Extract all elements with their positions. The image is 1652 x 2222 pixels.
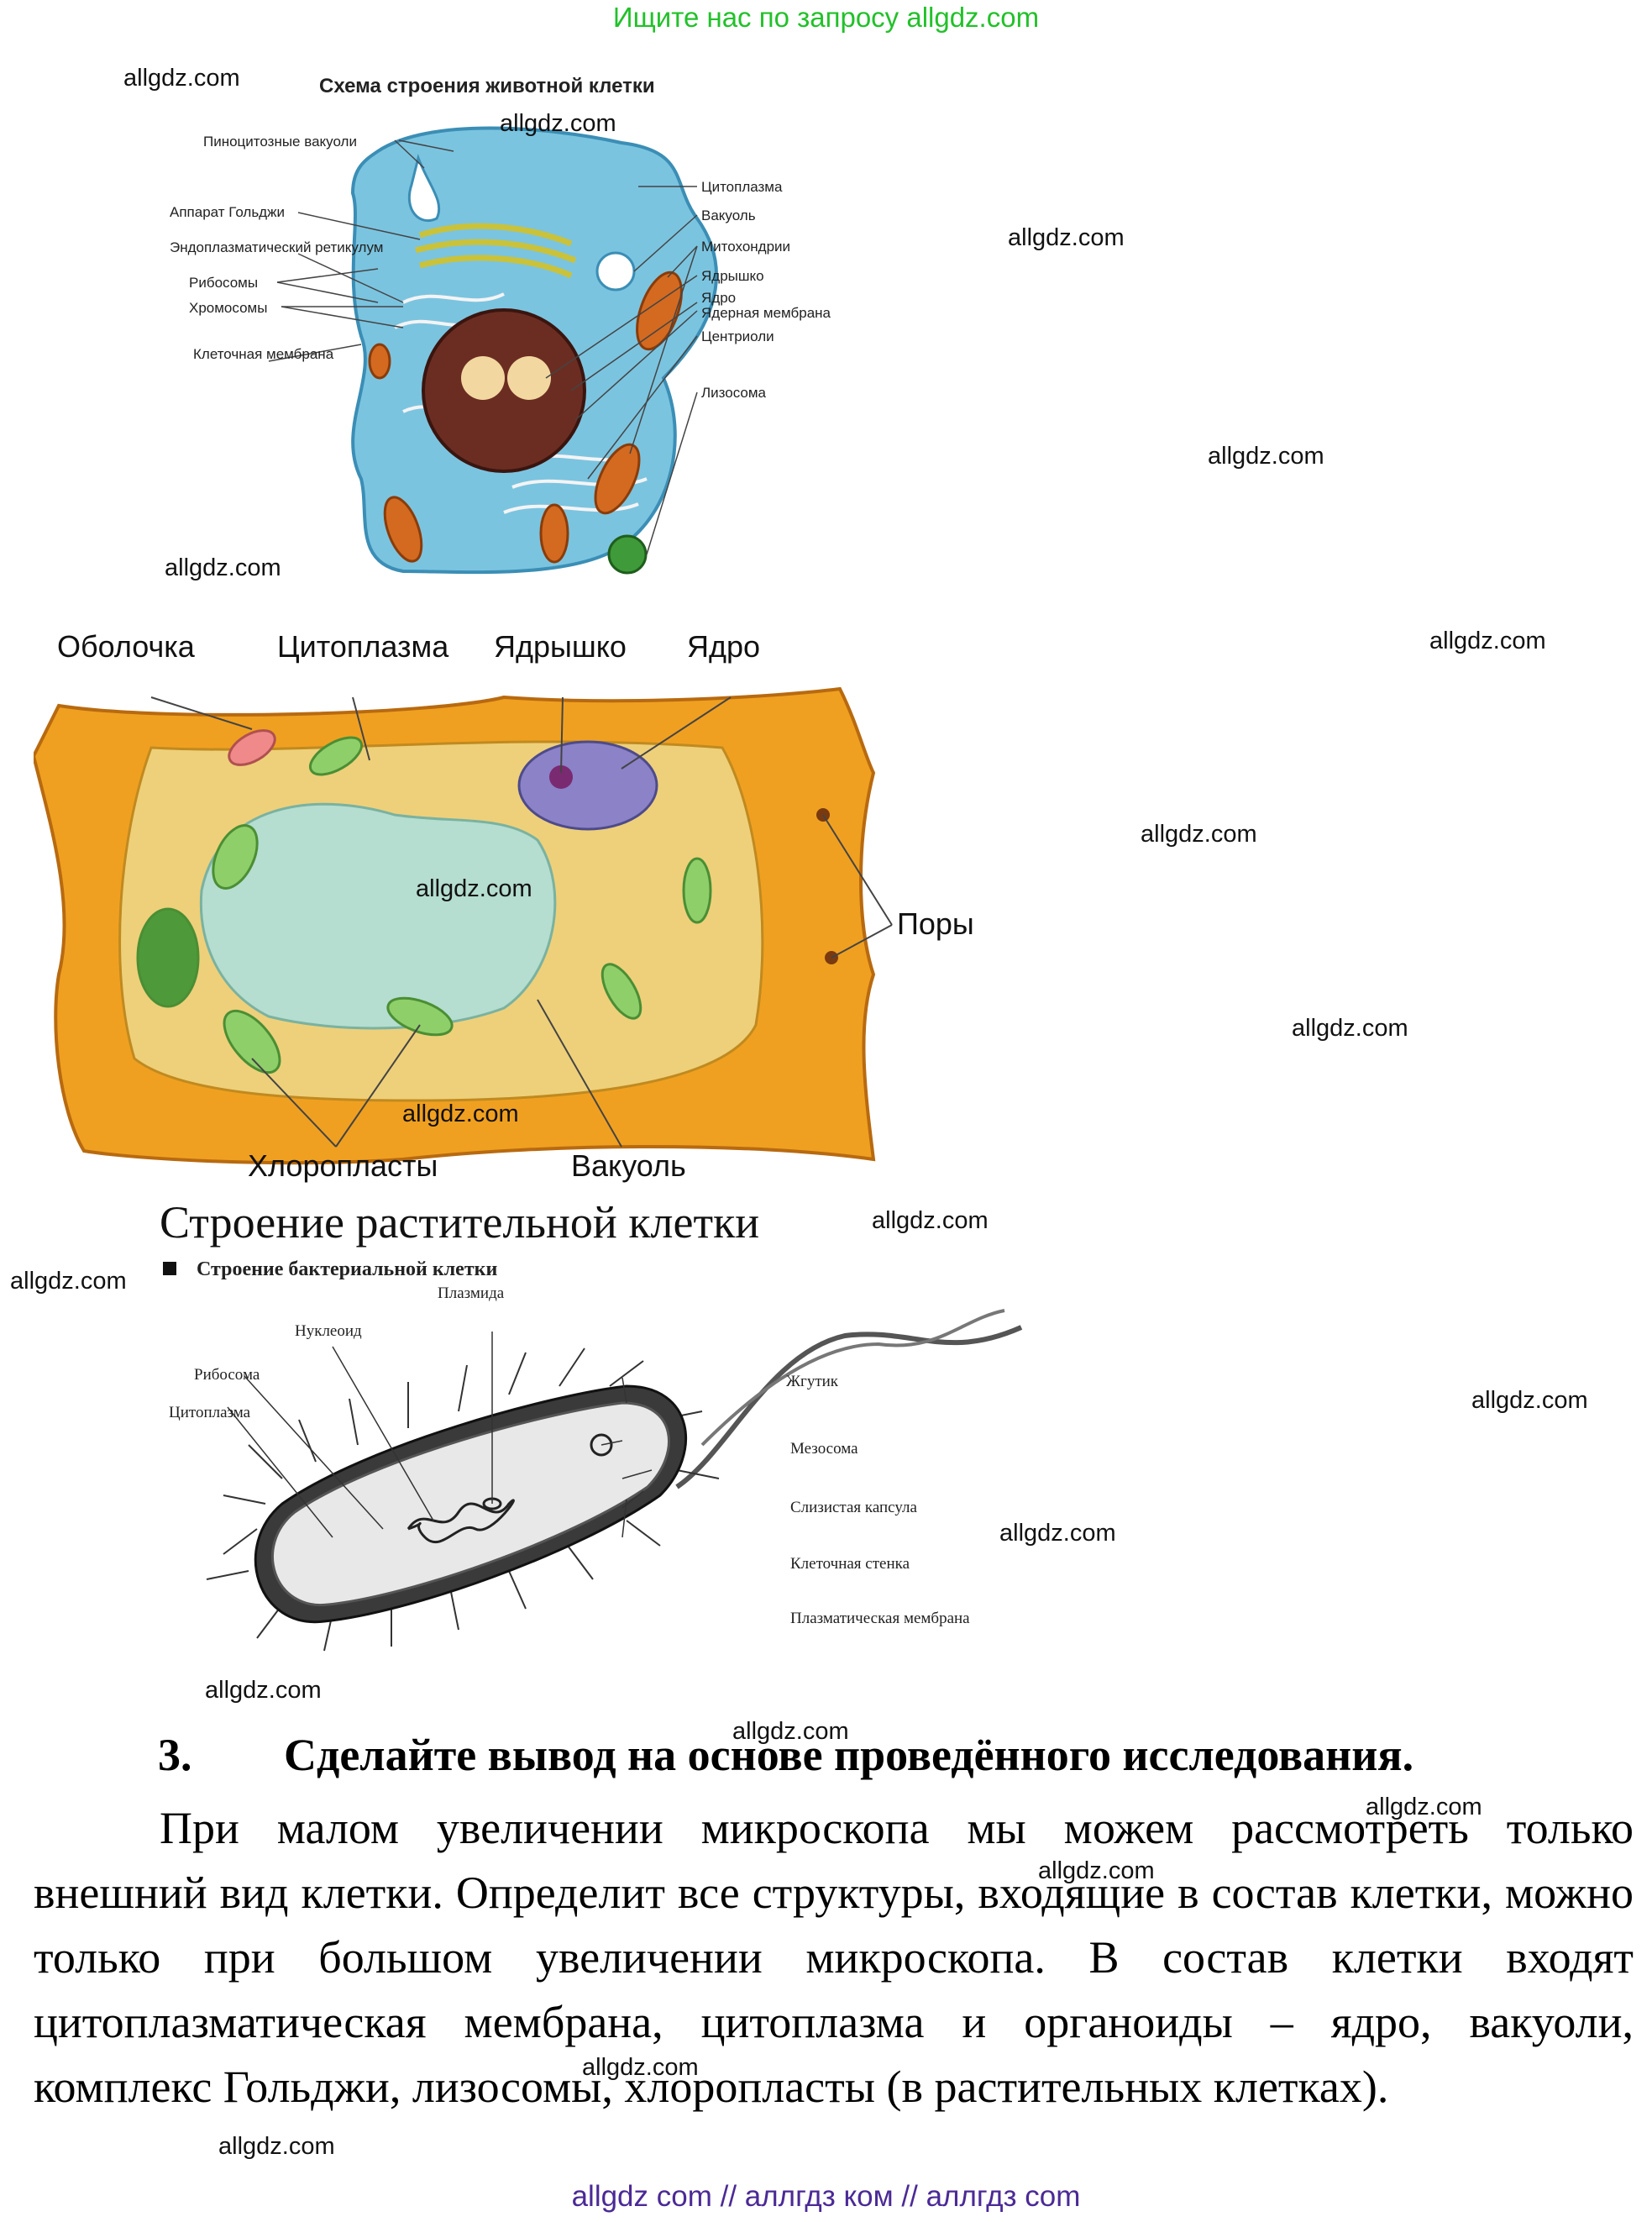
- watermark: allgdz.com: [999, 1520, 1116, 1547]
- label-lysosome: Лизосома: [701, 385, 767, 401]
- label-ribosome: Рибосома: [194, 1366, 260, 1384]
- animal-cell-figure: Схема строения животной клетки: [170, 75, 831, 575]
- label-plant-pores: Поры: [897, 906, 974, 941]
- section-paragraph: При малом увеличении микроскопа мы можем…: [34, 1803, 1634, 2112]
- watermark: allgdz.com: [1429, 628, 1546, 654]
- watermark: allgdz.com: [500, 110, 616, 137]
- flagellum-shape: [675, 1325, 1023, 1489]
- watermark: allgdz.com: [123, 65, 240, 92]
- label-vacuole: Вакуоль: [701, 207, 756, 223]
- label-nucleoid: Нуклеоид: [295, 1322, 362, 1340]
- watermark: allgdz.com: [218, 2133, 335, 2160]
- chloroplasts: [136, 736, 712, 1074]
- animal-cell-title: Схема строения животной клетки: [319, 75, 655, 97]
- section-title: Сделайте вывод на основе проведённого ис…: [284, 1730, 1414, 1780]
- watermark: allgdz.com: [205, 1677, 322, 1704]
- watermark: allgdz.com: [1292, 1015, 1408, 1042]
- mesosome-shape: [590, 1433, 613, 1457]
- label-flagellum: Жгутик: [786, 1373, 839, 1390]
- label-plant-cytoplasm: Цитоплазма: [277, 629, 449, 664]
- watermark: allgdz.com: [1141, 821, 1257, 848]
- nucleus-shape: [422, 308, 586, 473]
- label-mitochondria: Митохондрии: [701, 239, 790, 255]
- watermark: allgdz.com: [582, 2054, 699, 2081]
- watermark: allgdz.com: [732, 1718, 849, 1745]
- nucleolus-shape: [461, 356, 505, 400]
- plant-nucleus: [517, 740, 658, 831]
- lysosome-shape: [607, 534, 648, 575]
- footer-links[interactable]: allgdz com // аллгдз ком // аллгдз com: [571, 2180, 1081, 2213]
- section-number: 3.: [158, 1730, 192, 1780]
- search-banner[interactable]: Ищите нас по запросу allgdz.com: [612, 2, 1040, 33]
- label-plasma-membrane: Плазматическая мембрана: [790, 1610, 970, 1627]
- watermark: allgdz.com: [165, 554, 281, 581]
- label-plant-nucleus: Ядро: [687, 629, 760, 664]
- plant-cell-figure: Оболочка Цитоплазма Ядрышко Ядро Поры Хл…: [34, 629, 974, 1183]
- label-capsule: Слизистая капсула: [790, 1499, 918, 1516]
- section-heading: 3. Сделайте вывод на основе проведённого …: [158, 1729, 1413, 1781]
- plant-vacuole: [199, 802, 557, 1030]
- nucleoid-shape: [406, 1499, 515, 1544]
- golgi-apparatus: [415, 223, 577, 279]
- label-golgi: Аппарат Гольджи: [170, 204, 285, 220]
- label-cytoplasm: Цитоплазма: [701, 179, 783, 195]
- watermark: allgdz.com: [402, 1100, 519, 1127]
- animal-leader-lines: [268, 139, 698, 555]
- label-membrane: Клеточная мембрана: [193, 346, 334, 362]
- plant-caption: Строение растительной клетки: [160, 1197, 760, 1248]
- bacterial-leader-lines: [227, 1332, 653, 1538]
- plant-leader-lines: [150, 696, 893, 1148]
- label-plant-chloroplasts: Хлоропласты: [248, 1148, 438, 1183]
- label-bac-wall: Клеточная стенка: [790, 1555, 910, 1573]
- watermark: allgdz.com: [1366, 1794, 1482, 1820]
- watermark: allgdz.com: [10, 1268, 127, 1295]
- vacuole-shape: [595, 251, 636, 292]
- watermark: allgdz.com: [1008, 224, 1125, 251]
- plant-nucleolus: [549, 765, 573, 789]
- watermark: allgdz.com: [1208, 443, 1324, 470]
- label-bac-cytoplasm: Цитоплазма: [169, 1404, 251, 1421]
- watermark: allgdz.com: [416, 875, 532, 902]
- label-nuclear-membrane: Ядерная мембрана: [701, 305, 831, 321]
- watermark: allgdz.com: [872, 1207, 989, 1234]
- watermark: allgdz.com: [1038, 1857, 1155, 1884]
- bacterial-title: Строение бактериальной клетки: [197, 1258, 497, 1280]
- label-nucleolus: Ядрышко: [701, 268, 764, 284]
- label-er: Эндоплазматический ретикулум: [170, 239, 383, 255]
- label-pinocytic: Пиноцитозные вакуоли: [203, 134, 357, 150]
- label-plant-nucleolus: Ядрышко: [494, 629, 627, 664]
- label-plasmid: Плазмида: [438, 1284, 505, 1302]
- label-mesosome: Мезосома: [790, 1440, 858, 1458]
- label-plant-wall: Оболочка: [57, 629, 196, 664]
- bacterial-cell-figure: Строение бактериальной клетки Плазмида Н…: [163, 1258, 1023, 1652]
- label-ribosomes: Рибосомы: [189, 275, 258, 291]
- label-plant-vacuole: Вакуоль: [571, 1148, 686, 1183]
- label-chromosomes: Хромосомы: [189, 300, 267, 316]
- label-centrioles: Центриоли: [701, 328, 774, 344]
- label-nucleus: Ядро: [701, 290, 736, 306]
- watermark: allgdz.com: [1471, 1387, 1588, 1414]
